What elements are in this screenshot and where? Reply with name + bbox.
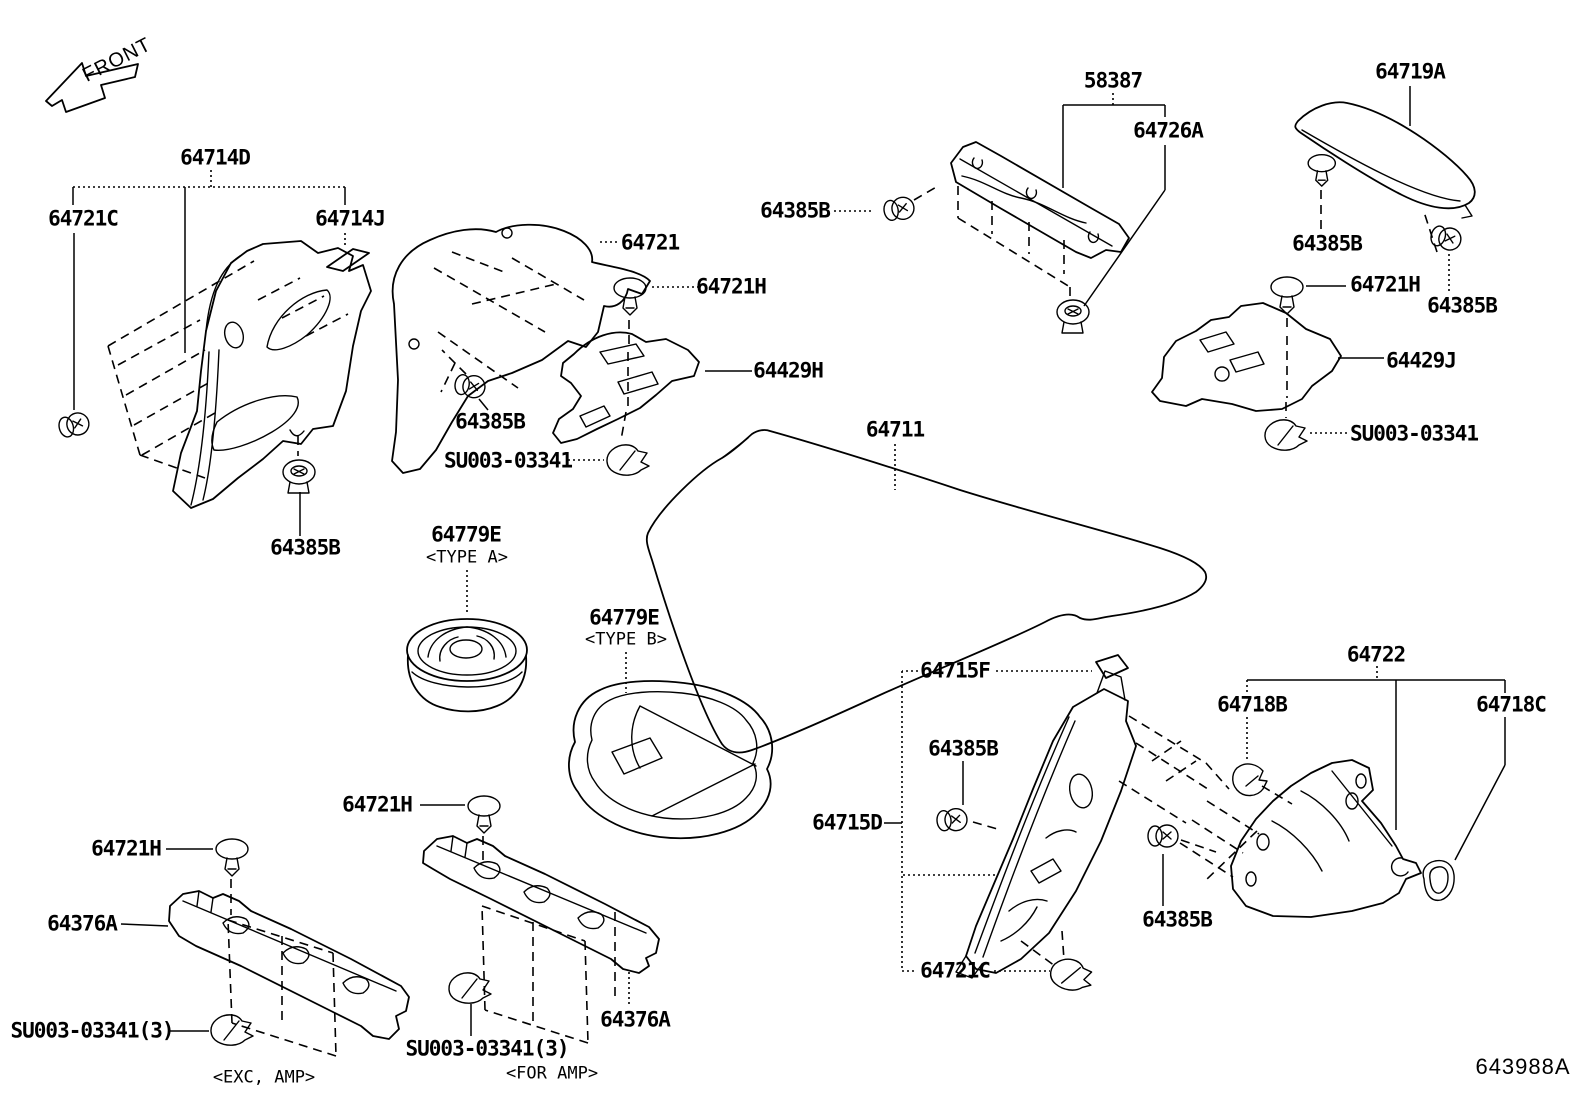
label-diagram-code: 643988A (1475, 1054, 1571, 1079)
label-64718b: 64718B (1217, 692, 1288, 717)
label-64721h-top: 64721H (696, 274, 767, 299)
label-64721h-right: 64721H (1350, 272, 1421, 297)
part-tray-type-a (407, 619, 527, 711)
label-su003-03341-4: SU003-03341(3) (405, 1036, 569, 1061)
part-64714j-pad (327, 249, 369, 271)
label-64721h-mid: 64721H (342, 792, 413, 817)
label-type-a: <TYPE A> (426, 547, 508, 568)
leader-lines (73, 86, 1505, 1036)
label-64721h-bottom-left: 64721H (91, 836, 162, 861)
label-64722: 64722 (1346, 642, 1406, 667)
part-bracket-64429h (553, 277, 699, 476)
label-su003-03341-2: SU003-03341 (1349, 421, 1479, 446)
label-64376a-left: 64376A (47, 911, 118, 936)
label-64719a: 64719A (1375, 59, 1446, 84)
label-64779e-type-b: 64779E (589, 605, 660, 630)
label-64376a-mid: 64376A (600, 1007, 671, 1032)
part-support-for-amp (423, 795, 659, 1043)
label-64385b-3: 64385B (760, 198, 831, 223)
label-64721c-bottom: 64721C (920, 958, 991, 983)
label-64385b-6: 64385B (928, 736, 999, 761)
label-exc-amp: <EXC, AMP> (212, 1067, 316, 1088)
label-64715d: 64715D (812, 810, 883, 835)
front-arrow-icon (46, 63, 138, 112)
part-quarter-trim-right (935, 671, 1229, 995)
label-64711: 64711 (865, 417, 925, 442)
part-tray-type-b (569, 681, 772, 838)
part-64715f-pad (1096, 655, 1128, 678)
label-64714j: 64714J (315, 206, 386, 231)
label-64429j: 64429J (1386, 348, 1457, 373)
label-64385b-7: 64385B (1142, 907, 1213, 932)
part-sill-plate (881, 142, 1129, 334)
clip-64718b-icon (1233, 764, 1267, 796)
label-su003-03341-3: SU003-03341(3) (10, 1018, 174, 1043)
part-support-exc-amp (169, 838, 409, 1056)
label-64721: 64721 (620, 230, 680, 255)
label-64726a: 64726A (1133, 118, 1204, 143)
label-64385b-4: 64385B (1292, 231, 1363, 256)
label-64385b-2: 64385B (270, 535, 341, 560)
part-quarter-trim-left (55, 187, 371, 508)
label-type-b: <TYPE B> (585, 629, 667, 650)
part-bracket-64429j (1152, 276, 1341, 451)
label-64779e-type-a: 64779E (431, 522, 502, 547)
label-64714d: 64714D (180, 145, 251, 170)
part-package-tray-trim (1295, 102, 1474, 254)
part-trunk-mat (647, 430, 1206, 752)
label-58387: 58387 (1083, 68, 1143, 93)
label-64718c: 64718C (1476, 692, 1547, 717)
grommet-64718c-icon (1423, 861, 1454, 901)
label-64385b-1: 64385B (455, 409, 526, 434)
label-su003-03341-1: SU003-03341 (443, 448, 573, 473)
label-64715f: 64715F (920, 658, 991, 683)
label-for-amp: <FOR AMP> (505, 1063, 599, 1084)
part-bracket-64722 (1147, 760, 1454, 917)
label-64721c-left: 64721C (48, 206, 119, 231)
label-64429h: 64429H (753, 358, 824, 383)
label-64385b-5: 64385B (1427, 293, 1498, 318)
